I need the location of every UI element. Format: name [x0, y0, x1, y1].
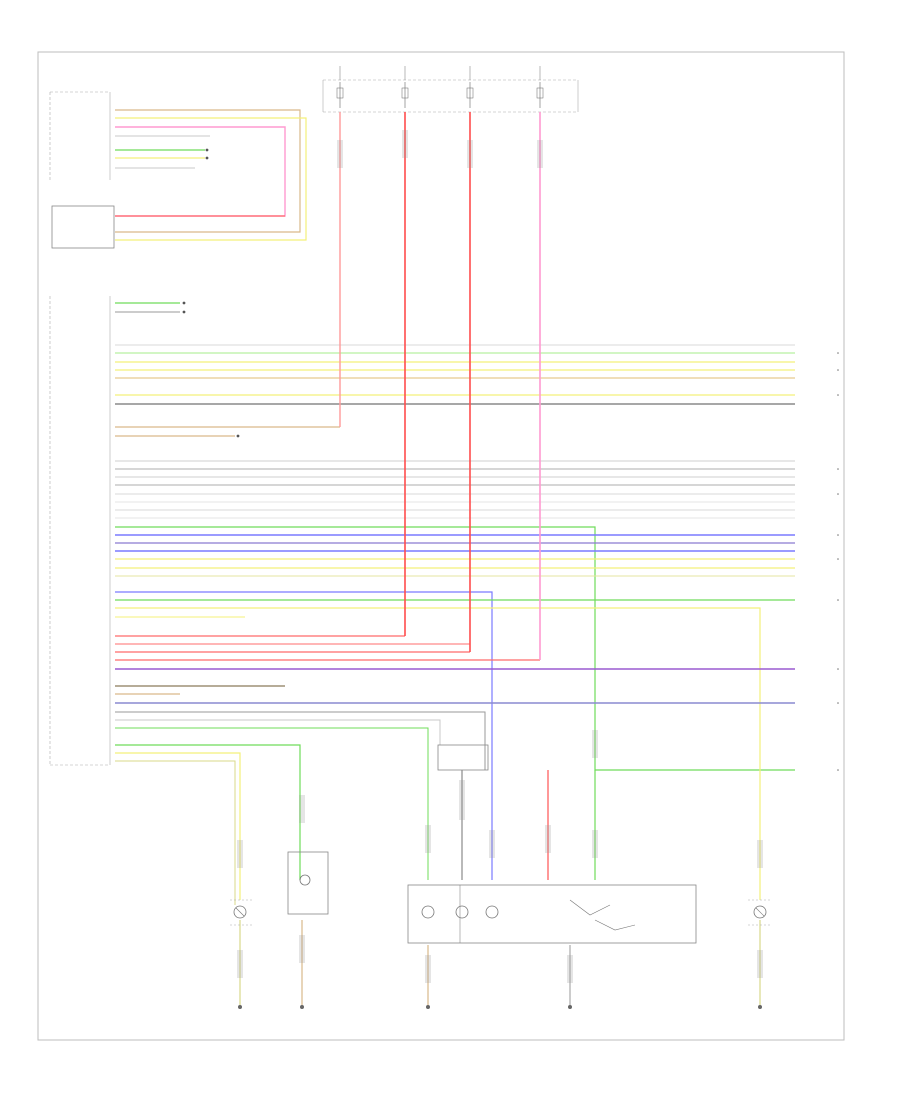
module-outlines — [49, 91, 115, 766]
ground-point-1 — [238, 1005, 242, 1009]
right-edge-terminals — [837, 352, 839, 771]
ground-point-4 — [568, 1005, 572, 1009]
right-module — [407, 884, 697, 944]
fuse-3 — [466, 82, 474, 108]
ground-points — [238, 1005, 762, 1009]
wires — [115, 109, 795, 1005]
left-lamp — [230, 899, 252, 926]
fuse-2 — [401, 82, 409, 108]
sensor-module-box — [51, 205, 115, 249]
wire-yellow-a — [115, 117, 307, 241]
fuse-box — [322, 66, 579, 113]
ground-point-5 — [758, 1005, 762, 1009]
diagram-frame — [37, 51, 845, 1041]
fuse-4 — [536, 82, 544, 108]
center-relay — [287, 851, 329, 915]
wire-pink-a — [115, 126, 286, 217]
ground-point-2 — [300, 1005, 304, 1009]
wire-markers — [237, 130, 763, 983]
right-lamp — [748, 899, 772, 926]
junction-box — [437, 744, 489, 771]
ground-point-3 — [426, 1005, 430, 1009]
fuse-1 — [336, 82, 344, 108]
wire-tan-a — [115, 109, 301, 233]
